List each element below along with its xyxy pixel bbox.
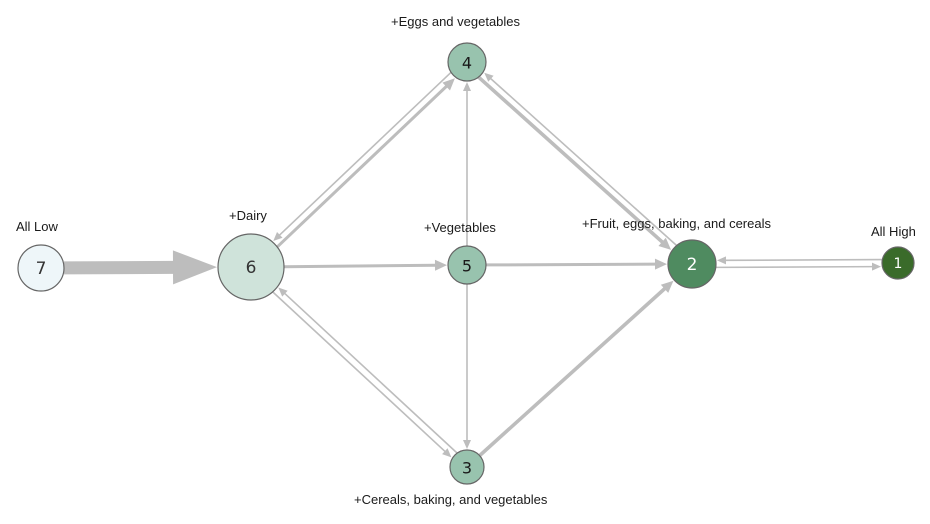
- edge-line: [283, 263, 437, 269]
- edge-5-to-3: [463, 284, 471, 449]
- edge-line: [276, 84, 448, 248]
- edge-2-to-4: [484, 72, 678, 246]
- node-2-circle: [667, 239, 717, 289]
- node-6-label: +Dairy: [229, 208, 267, 223]
- edge-line: [278, 71, 452, 237]
- edge-line: [485, 262, 657, 267]
- node-4-label: +Eggs and vegetables: [391, 14, 521, 29]
- edge-arrowhead: [716, 256, 727, 265]
- nodes-layer: 7 All Low 6 +Dairy 5 +Vegetables 4 +Eggs…: [16, 14, 916, 507]
- edge-6-to-4: [276, 78, 455, 248]
- node-7: 7 All Low: [16, 219, 65, 292]
- node-3-circle: [449, 449, 485, 485]
- node-4-number: 4: [462, 54, 472, 73]
- node-5-circle: [447, 245, 487, 285]
- node-2: 2 +Fruit, eggs, baking, and cereals: [582, 216, 771, 289]
- edge-line: [716, 265, 874, 269]
- edge-arrowhead: [434, 259, 448, 271]
- node-1-circle: [881, 246, 915, 280]
- edge-arrowhead: [172, 250, 218, 285]
- edge-arrowhead: [654, 258, 668, 270]
- edge-line: [489, 77, 678, 246]
- node-1: 1 All High: [871, 224, 916, 280]
- edge-arrowhead: [273, 231, 283, 242]
- node-3-number: 3: [462, 459, 472, 478]
- edge-2-to-1: [716, 262, 882, 271]
- edge-line: [478, 286, 667, 457]
- edge-arrowhead: [463, 82, 471, 91]
- edge-line: [272, 291, 447, 453]
- edge-line: [477, 75, 665, 244]
- node-5-label: +Vegetables: [424, 220, 496, 235]
- node-7-number: 7: [36, 259, 47, 279]
- node-6: 6 +Dairy: [217, 208, 285, 301]
- edge-arrowhead: [463, 440, 471, 449]
- edge-arrowhead: [660, 280, 674, 293]
- node-2-number: 2: [687, 255, 698, 275]
- edge-arrowhead: [442, 448, 452, 458]
- edge-5-to-4: [463, 82, 471, 246]
- edge-3-to-2: [478, 280, 674, 457]
- edge-4-to-6: [273, 71, 452, 242]
- edge-6-to-5: [283, 259, 448, 271]
- edge-line: [63, 260, 175, 275]
- node-5: 5 +Vegetables: [424, 220, 496, 285]
- edge-line: [724, 258, 882, 262]
- edge-arrowhead: [442, 78, 455, 91]
- node-3: 3 +Cereals, baking, and vegetables: [354, 449, 548, 507]
- edge-arrowhead: [278, 287, 288, 297]
- node-7-circle: [17, 244, 65, 292]
- node-6-number: 6: [246, 258, 257, 278]
- edge-3-to-6: [278, 287, 458, 454]
- edges-layer: [63, 71, 882, 458]
- edge-line: [283, 292, 458, 454]
- edge-arrowhead: [658, 237, 672, 250]
- node-1-label: All High: [871, 224, 916, 239]
- edge-7-to-6: [63, 250, 218, 285]
- node-5-number: 5: [462, 257, 472, 276]
- edge-6-to-3: [272, 291, 452, 458]
- node-7-label: All Low: [16, 219, 59, 234]
- edge-4-to-2: [477, 75, 672, 250]
- edge-arrowhead: [871, 262, 882, 271]
- edge-5-to-2: [485, 258, 668, 270]
- node-1-number: 1: [894, 256, 903, 272]
- node-3-label: +Cereals, baking, and vegetables: [354, 492, 548, 507]
- node-4: 4 +Eggs and vegetables: [391, 14, 521, 82]
- node-2-label: +Fruit, eggs, baking, and cereals: [582, 216, 771, 231]
- edge-arrowhead: [484, 72, 494, 82]
- node-4-circle: [447, 42, 487, 82]
- node-6-circle: [217, 233, 285, 301]
- edge-1-to-2: [716, 256, 882, 265]
